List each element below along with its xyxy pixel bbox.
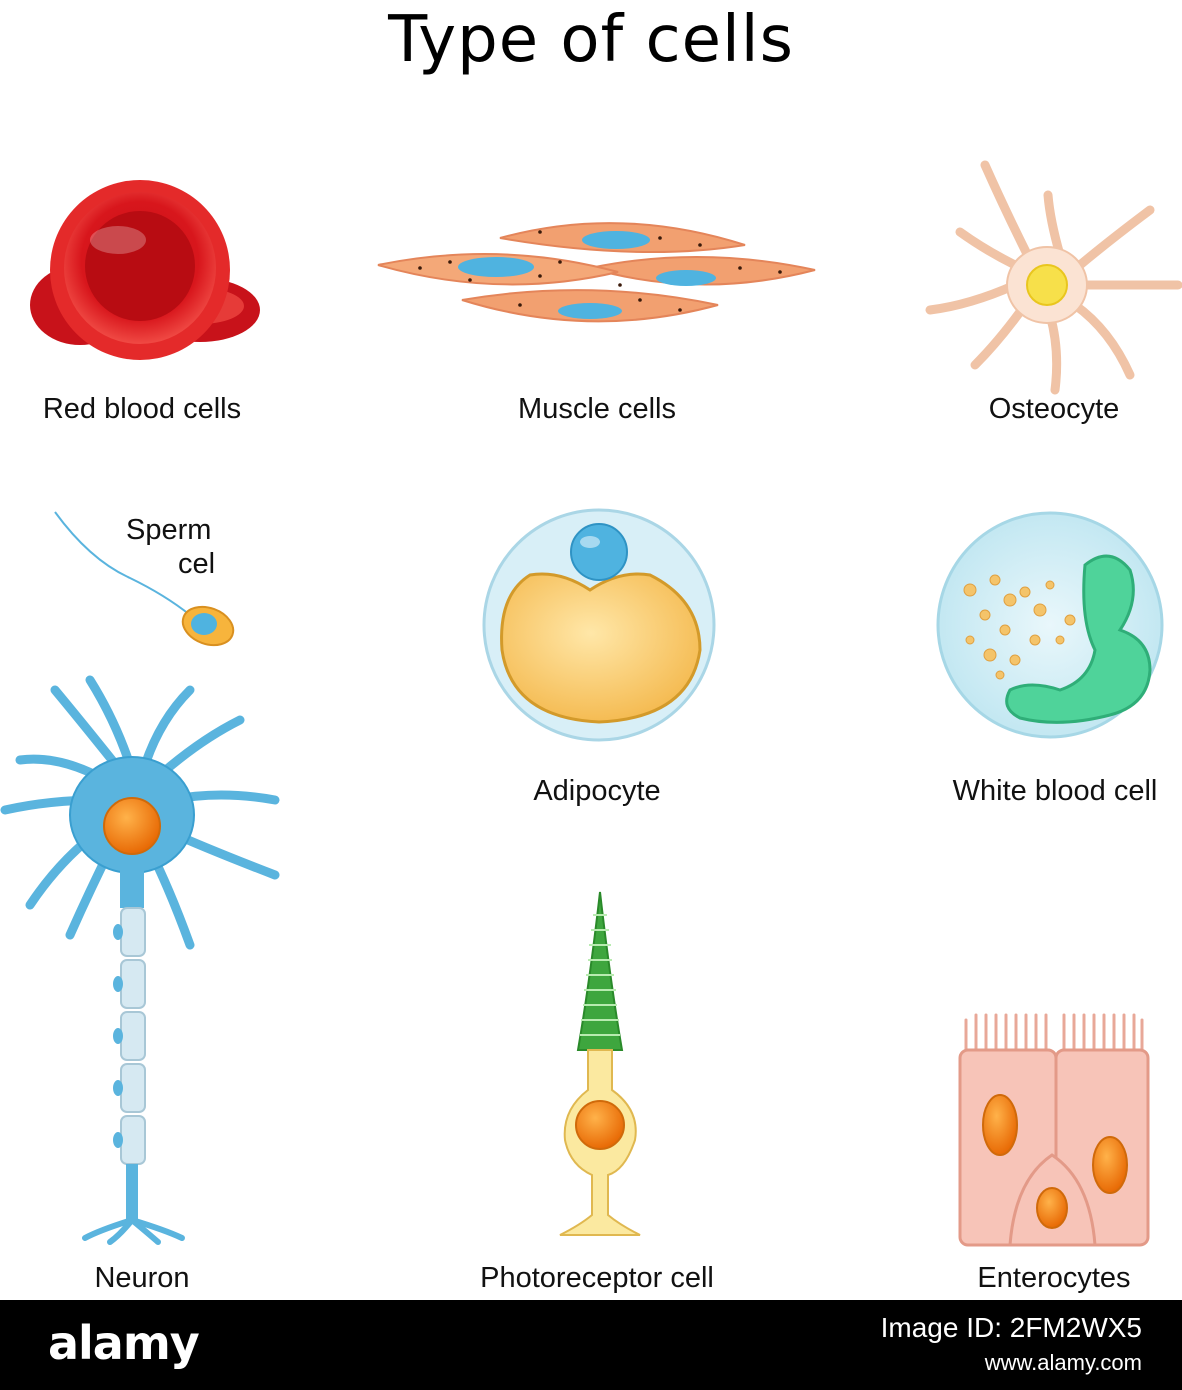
label-photoreceptor-cell: Photoreceptor cell	[480, 1262, 714, 1294]
site-url-text: www.alamy.com	[984, 1350, 1142, 1375]
cells-illustration	[0, 160, 1182, 1247]
osteocyte-drawing	[925, 160, 1182, 395]
enterocytes-drawing	[958, 1013, 1150, 1247]
label-sperm-line2: cel	[178, 548, 216, 580]
neuron-drawing	[0, 675, 280, 1245]
brand-logo: alamy	[48, 1316, 200, 1370]
label-muscle-cells: Muscle cells	[518, 393, 676, 425]
page-title: Type of cells	[388, 3, 794, 77]
watermark-footer: alamy Image ID: 2FM2WX5 www.alamy.com	[0, 1300, 1182, 1390]
label-adipocyte: Adipocyte	[533, 775, 661, 807]
muscle-cells-drawing	[377, 222, 816, 323]
label-osteocyte: Osteocyte	[988, 393, 1120, 425]
label-enterocytes: Enterocytes	[977, 1262, 1131, 1294]
white-blood-cell-drawing	[936, 511, 1164, 739]
red-blood-cells-drawing	[30, 180, 260, 360]
label-neuron: Neuron	[94, 1262, 190, 1294]
image-id-text: Image ID: 2FM2WX5	[880, 1312, 1142, 1343]
sperm-cell-drawing	[54, 511, 235, 647]
adipocyte-drawing	[482, 508, 716, 742]
label-red-blood-cells: Red blood cells	[42, 393, 242, 425]
photoreceptor-drawing	[559, 891, 641, 1236]
label-sperm-line1: Sperm	[126, 514, 212, 546]
label-white-blood-cell: White blood cell	[952, 775, 1158, 807]
